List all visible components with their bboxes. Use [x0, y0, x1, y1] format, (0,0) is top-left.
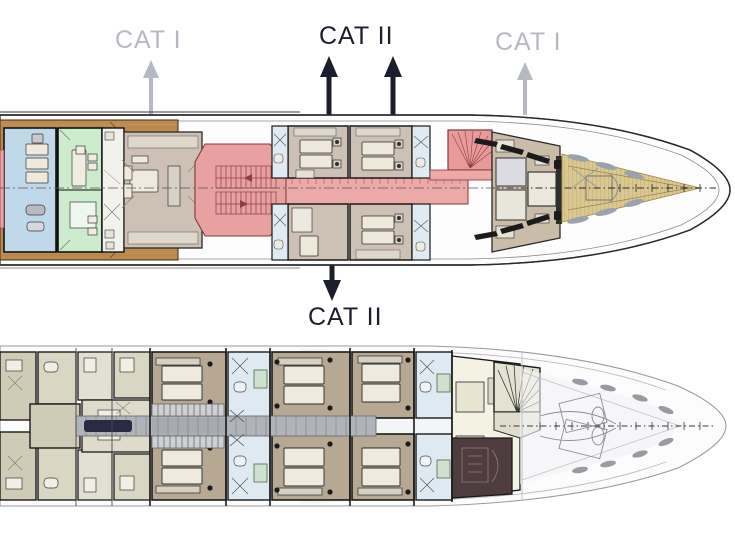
- upper-deck-plan: [0, 110, 735, 270]
- arrow-cat1-left: [143, 60, 159, 115]
- arrow-cat2-bottom: [323, 263, 341, 301]
- label-cat1-right: CAT I: [495, 28, 562, 56]
- label-cat2-top: CAT II: [319, 22, 394, 50]
- label-cat1-left: CAT I: [115, 26, 182, 54]
- arrow-cat2-top-right: [384, 56, 402, 116]
- arrow-cat2-top-left: [320, 56, 338, 116]
- garage-equipment: [25, 133, 49, 232]
- arrow-cat1-right: [517, 62, 533, 115]
- lower-deck-plan: [0, 338, 735, 513]
- label-cat2-bottom: CAT II: [308, 303, 383, 331]
